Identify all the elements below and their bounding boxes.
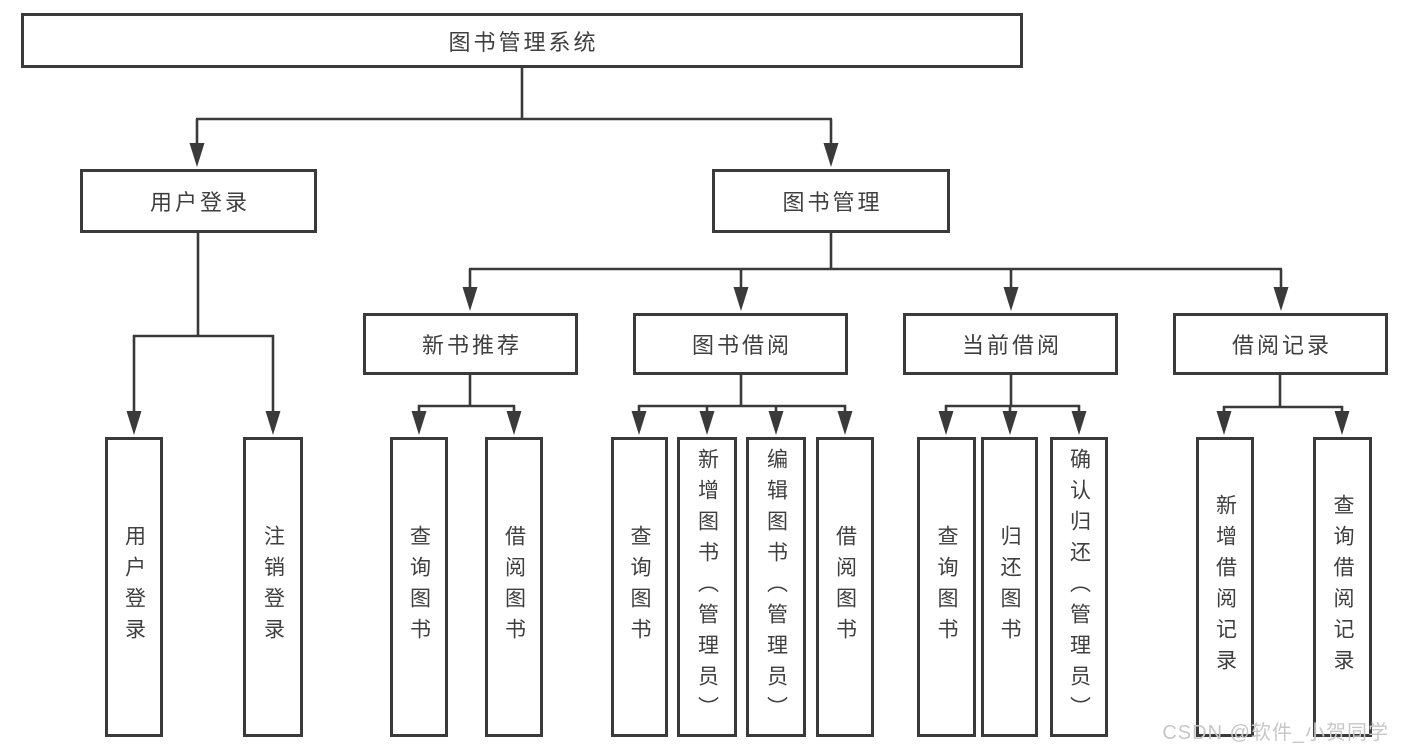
leaf-label: 查询图书 bbox=[935, 525, 958, 649]
leaf-query-books-current: 查询图书 bbox=[917, 437, 976, 737]
leaf-borrow-book: 借阅图书 bbox=[816, 437, 874, 737]
leaf-label: 新增图书（管理员） bbox=[695, 447, 719, 727]
leaf-add-borrow-record: 新增借阅记录 bbox=[1196, 437, 1254, 737]
leaf-label: 查询图书 bbox=[628, 525, 651, 649]
leaf-return-book: 归还图书 bbox=[981, 437, 1038, 737]
node-new-book-recommend: 新书推荐 bbox=[363, 313, 578, 375]
leaf-query-books-borrow: 查询图书 bbox=[611, 437, 668, 737]
node-root-library-management-system: 图书管理系统 bbox=[21, 13, 1023, 68]
leaf-label: 用户登录 bbox=[122, 525, 146, 649]
leaf-label: 借阅图书 bbox=[502, 525, 526, 649]
leaf-label: 注销登录 bbox=[261, 525, 285, 649]
leaf-query-borrow-record: 查询借阅记录 bbox=[1313, 437, 1372, 737]
node-borrow-record: 借阅记录 bbox=[1173, 313, 1388, 375]
leaf-label: 查询借阅记录 bbox=[1331, 494, 1354, 680]
node-user-login-branch: 用户登录 bbox=[80, 169, 317, 233]
leaf-label: 新增借阅记录 bbox=[1213, 494, 1237, 680]
leaf-query-books-recommend: 查询图书 bbox=[390, 437, 448, 737]
leaf-label: 查询图书 bbox=[407, 525, 431, 649]
leaf-user-login: 用户登录 bbox=[105, 437, 163, 737]
leaf-borrow-books-recommend: 借阅图书 bbox=[485, 437, 543, 737]
csdn-watermark: CSDN @软件_小贺同学 bbox=[1162, 722, 1389, 744]
leaf-label: 确认归还（管理员） bbox=[1067, 447, 1091, 727]
leaf-label: 编辑图书（管理员） bbox=[764, 447, 788, 727]
leaf-edit-book-admin: 编辑图书（管理员） bbox=[746, 437, 806, 737]
node-book-management-branch: 图书管理 bbox=[712, 169, 950, 233]
leaf-confirm-return-admin: 确认归还（管理员） bbox=[1050, 437, 1108, 737]
leaf-label: 归还图书 bbox=[998, 525, 1021, 649]
node-current-borrow: 当前借阅 bbox=[903, 313, 1118, 375]
node-book-borrow: 图书借阅 bbox=[633, 313, 848, 375]
leaf-add-book-admin: 新增图书（管理员） bbox=[677, 437, 737, 737]
leaf-label: 借阅图书 bbox=[833, 525, 857, 649]
leaf-logout: 注销登录 bbox=[243, 437, 303, 737]
